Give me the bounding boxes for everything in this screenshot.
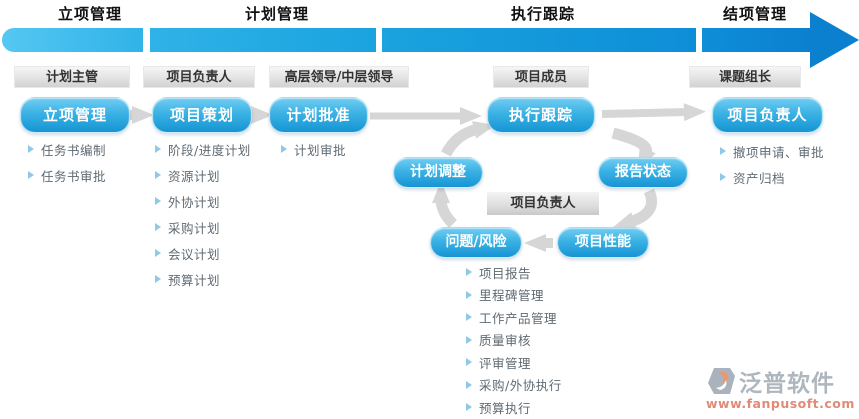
list-item: 工作产品管理 <box>466 309 562 326</box>
bullet-icon <box>155 275 161 283</box>
list-closing: 撤项申请、审批 资产归档 <box>720 143 825 186</box>
bullet-icon <box>28 171 34 179</box>
list-item: 里程碑管理 <box>466 287 562 303</box>
cycle-plan-adjust: 计划调整 <box>393 157 483 188</box>
list-item: 外协计划 <box>155 193 251 210</box>
list-planning: 阶段/进度计划 资源计划 外协计划 采购计划 会议计划 预算计划 <box>155 141 251 288</box>
list-item-label: 会议计划 <box>168 246 221 262</box>
list-item: 预算计划 <box>155 271 251 288</box>
bullet-icon <box>155 145 161 153</box>
role-project-manager: 项目负责人 <box>143 66 255 88</box>
list-item: 采购计划 <box>155 219 251 236</box>
list-item-label: 资产归档 <box>733 170 786 186</box>
list-item-label: 资源计划 <box>168 168 221 184</box>
bullet-icon <box>28 145 34 153</box>
bullet-icon <box>466 290 472 299</box>
list-initiation: 任务书编制 任务书审批 <box>28 141 107 184</box>
fanpu-logo-icon <box>708 368 735 394</box>
cycle-center-role: 项目负责人 <box>487 192 599 215</box>
stage-project-plan: 项目策划 <box>152 97 252 133</box>
arrow-issues-adjust <box>432 181 457 228</box>
bullet-icon <box>466 358 472 366</box>
watermark: 泛普软件 www.fanpusoft.com <box>706 364 856 411</box>
list-item-label: 预算计划 <box>168 272 221 288</box>
stage-initiation: 立项管理 <box>20 97 130 133</box>
bullet-icon <box>720 147 726 155</box>
band-segment-tracking <box>382 28 696 52</box>
list-item: 任务书编制 <box>28 141 107 158</box>
bullet-icon <box>466 403 472 411</box>
list-item: 项目报告 <box>466 264 562 281</box>
band-arrowhead-icon <box>810 12 859 68</box>
cycle-report-status: 报告状态 <box>598 157 688 188</box>
list-item: 评审管理 <box>466 354 562 371</box>
role-plan-supervisor: 计划主管 <box>14 66 130 88</box>
watermark-url: www.fanpusoft.com <box>706 396 855 411</box>
band-segment-initiation <box>2 28 143 52</box>
bullet-icon <box>466 335 472 344</box>
role-topic-leader: 课题组长 <box>689 66 801 88</box>
bullet-icon <box>155 223 161 231</box>
arrow-stage4-stage5 <box>601 103 706 122</box>
list-item: 采购/外协执行 <box>466 377 562 393</box>
list-item-label: 计划审批 <box>294 142 347 158</box>
list-item: 任务书审批 <box>28 167 107 184</box>
list-item-label: 任务书审批 <box>41 168 107 184</box>
arrow-report-performance <box>612 188 658 230</box>
role-project-members: 项目成员 <box>493 66 589 88</box>
list-item-label: 预算执行 <box>479 400 532 416</box>
list-item: 资源计划 <box>155 167 251 184</box>
arrow-tracking-report <box>611 127 656 170</box>
stage-exec-tracking: 执行跟踪 <box>487 97 595 133</box>
list-item: 预算执行 <box>466 399 562 416</box>
list-item: 资产归档 <box>720 169 824 186</box>
list-item-label: 工作产品管理 <box>479 310 558 326</box>
list-item-label: 采购计划 <box>168 220 221 236</box>
bullet-icon <box>155 249 161 257</box>
list-item-label: 任务书编制 <box>41 142 107 158</box>
cycle-issues-risks: 问题/风险 <box>430 227 522 258</box>
list-item-label: 质量审核 <box>479 333 532 348</box>
bullet-icon <box>720 173 726 181</box>
band-segment-closing <box>702 28 810 52</box>
bullet-icon <box>466 268 472 276</box>
list-tracking: 项目报告 里程碑管理 工作产品管理 质量审核 评审管理 采购/外协执行 预算执行 <box>466 264 562 416</box>
list-item-label: 采购/外协执行 <box>479 378 562 393</box>
list-item-label: 阶段/进度计划 <box>168 142 251 158</box>
list-item-label: 项目报告 <box>479 265 532 281</box>
watermark-brand-row: 泛普软件 <box>706 364 856 398</box>
bullet-icon <box>155 171 161 179</box>
bullet-icon <box>466 380 472 389</box>
cycle-performance: 项目性能 <box>557 227 649 258</box>
list-item-label: 外协计划 <box>168 194 221 210</box>
list-item: 阶段/进度计划 <box>155 141 251 158</box>
header-tracking: 执行跟踪 <box>510 5 575 23</box>
role-senior-leaders: 高层领导/中层领导 <box>269 66 409 88</box>
watermark-brand-text: 泛普软件 <box>739 371 835 397</box>
bullet-icon <box>466 313 472 321</box>
list-item-label: 里程碑管理 <box>479 288 545 303</box>
list-item-label: 评审管理 <box>479 355 532 371</box>
band-segment-planning <box>150 28 376 52</box>
header-initiation: 立项管理 <box>57 5 122 23</box>
stage-project-manager: 项目负责人 <box>712 97 823 133</box>
header-planning: 计划管理 <box>244 5 309 23</box>
bullet-icon <box>155 197 161 205</box>
list-item-label: 撤项申请、审批 <box>733 144 825 160</box>
bullet-icon <box>281 145 287 153</box>
stage-plan-approval: 计划批准 <box>269 97 368 133</box>
list-item: 撤项申请、审批 <box>720 143 825 160</box>
header-closing: 结项管理 <box>722 5 787 23</box>
list-item: 质量审核 <box>466 332 562 348</box>
list-approval: 计划审批 <box>281 141 347 158</box>
arrow-adjust-tracking <box>441 121 496 157</box>
list-item: 计划审批 <box>281 141 347 158</box>
list-item: 会议计划 <box>155 245 251 262</box>
